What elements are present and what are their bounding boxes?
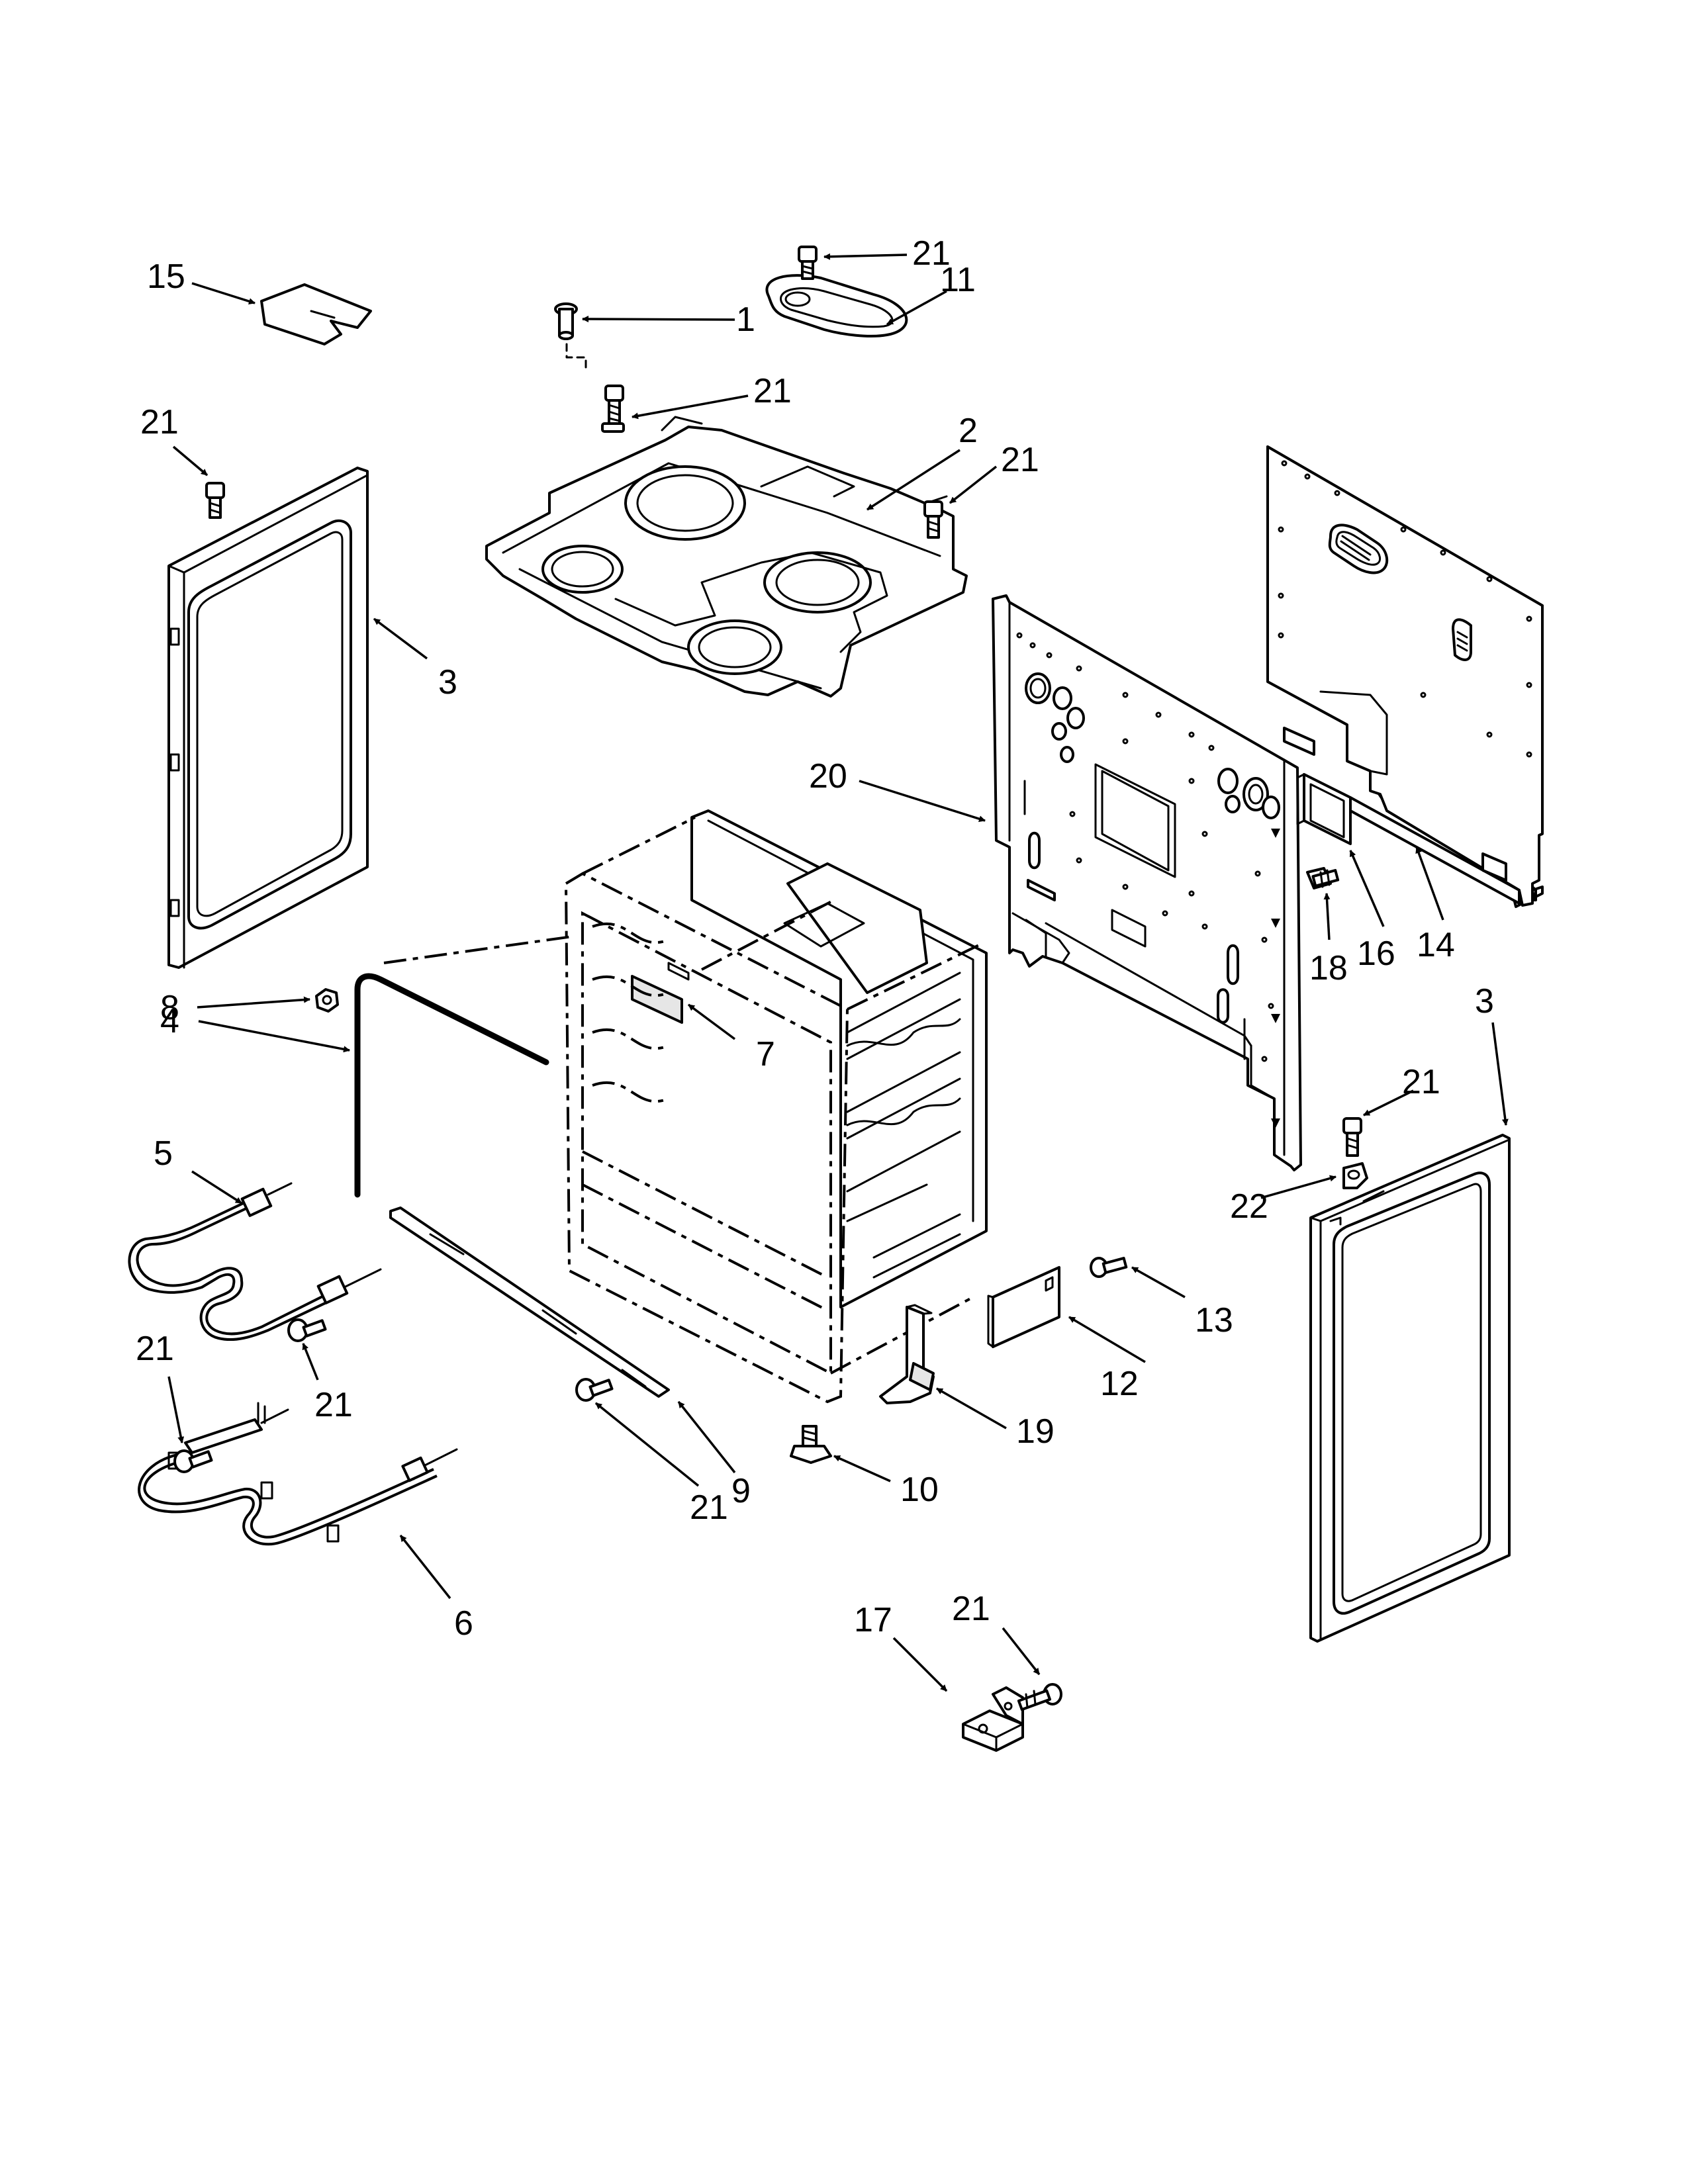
callout-21-bracket: 21 <box>952 1590 990 1628</box>
callout-3-left: 3 <box>438 663 457 702</box>
part-6-bake-element <box>138 1402 458 1546</box>
part-20-inner-rear-panel <box>992 594 1302 1171</box>
callout-21-left-element: 21 <box>136 1330 174 1368</box>
screw-cooktop-right <box>923 500 943 539</box>
callout-21-left-panel: 21 <box>140 403 179 441</box>
screw-left-panel <box>205 482 225 519</box>
callout-21-rail: 21 <box>690 1488 728 1527</box>
part-8-nut <box>315 988 339 1013</box>
screw-above-cooktop <box>601 385 625 433</box>
callout-17: 17 <box>854 1601 892 1639</box>
callout-10: 10 <box>900 1471 939 1509</box>
callout-16: 16 <box>1357 934 1395 973</box>
callout-15: 15 <box>147 257 185 296</box>
callout-21-right-panel: 21 <box>1402 1063 1440 1101</box>
callout-7: 7 <box>756 1035 775 1073</box>
callout-19: 19 <box>1016 1412 1055 1451</box>
callout-22: 22 <box>1230 1187 1268 1226</box>
part-1-pin <box>554 302 578 340</box>
screw-bake-element <box>173 1449 213 1473</box>
callout-13: 13 <box>1195 1301 1233 1340</box>
part-13-screw <box>1090 1257 1128 1278</box>
callout-21-bake-element: 21 <box>314 1386 353 1424</box>
part-5-broil-element <box>128 1182 382 1342</box>
callout-2: 2 <box>959 412 978 450</box>
callout-14: 14 <box>1417 926 1455 964</box>
part-12-small-panel <box>987 1266 1060 1348</box>
callout-11: 11 <box>940 261 976 299</box>
callout-9: 9 <box>731 1472 751 1510</box>
callout-1: 1 <box>736 300 755 339</box>
screw-right-panel <box>1342 1117 1362 1157</box>
part-14-rear-panel <box>1266 445 1544 908</box>
screw-broil-element <box>287 1318 327 1342</box>
part-3-right-side-panel <box>1309 1134 1511 1643</box>
callout-21-topmost: 21 <box>912 234 951 273</box>
callout-20: 20 <box>809 757 847 796</box>
screw-top-11 <box>798 246 818 280</box>
callout-18: 18 <box>1309 949 1348 987</box>
screw-bracket-17 <box>1017 1683 1062 1711</box>
part-3-left-side-panel <box>167 467 369 969</box>
part-10-leveling-leg <box>790 1425 832 1464</box>
callout-5: 5 <box>154 1134 173 1173</box>
part-9-rail <box>389 1206 670 1398</box>
part-22-hinge-bracket <box>1342 1162 1368 1189</box>
callout-21-cooktop-right: 21 <box>1001 441 1039 479</box>
callout-4: 4 <box>160 1002 179 1040</box>
part-19-leg-bracket <box>879 1304 935 1404</box>
part-16-access-cover <box>1296 773 1352 845</box>
screw-rail <box>575 1378 614 1402</box>
part-7-label-plate <box>631 975 683 1024</box>
callout-21-above-cooktop: 21 <box>753 372 792 410</box>
part-17-bracket <box>962 1686 1024 1752</box>
callout-3-right: 3 <box>1475 982 1494 1021</box>
callout-6: 6 <box>454 1604 473 1643</box>
part-15-bracket-plate <box>260 283 372 345</box>
part-2-cooktop-pan <box>485 416 968 698</box>
part-18-screw <box>1306 867 1340 889</box>
callout-12: 12 <box>1100 1365 1139 1403</box>
callout-numbers: 15 21 11 1 21 2 21 21 3 20 18 16 14 3 8 … <box>136 234 1494 1643</box>
oven-cavity <box>383 809 988 1404</box>
callout-8: 8 <box>160 989 179 1027</box>
part-11-trim-ring <box>765 274 908 338</box>
part-4-gasket <box>354 973 549 1198</box>
leader-lines <box>167 253 1509 1692</box>
